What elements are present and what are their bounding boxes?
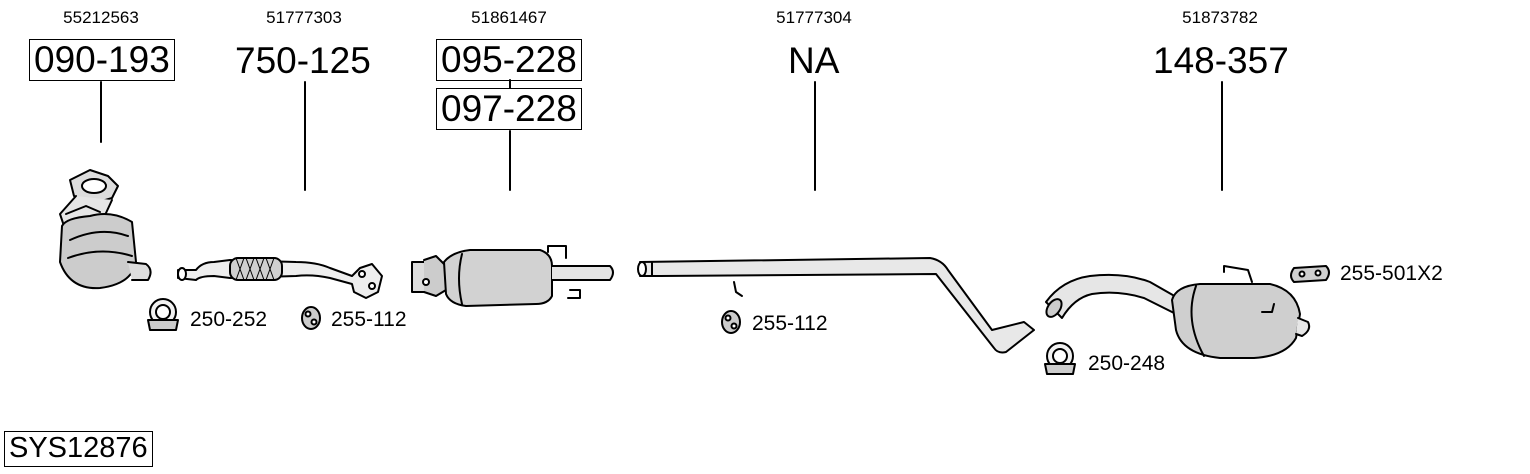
accessory-label-clamp-front[interactable]: 250-252 xyxy=(190,308,268,331)
oem-number-catalyst: 55212563 xyxy=(63,8,139,27)
part-number-centre-silencer[interactable]: 095-228 xyxy=(436,39,582,81)
front-pipe-drawing[interactable] xyxy=(177,257,383,299)
middle-pipe-drawing[interactable] xyxy=(637,257,1035,354)
part-number-rear-silencer[interactable]: 148-357 xyxy=(1153,40,1289,81)
clamp-icon[interactable] xyxy=(1044,342,1076,375)
oem-number-rear-silencer: 51873782 xyxy=(1182,8,1258,27)
accessory-label-mount-middle[interactable]: 255-112 xyxy=(752,312,828,335)
part-number-front-pipe[interactable]: 750-125 xyxy=(235,40,371,81)
oem-number-front-pipe: 51777303 xyxy=(266,8,342,27)
rubber-mount-icon[interactable] xyxy=(721,310,741,334)
accessory-label-clamp-rear[interactable]: 250-248 xyxy=(1088,352,1166,375)
rear-silencer-drawing[interactable] xyxy=(1043,265,1311,359)
oem-number-middle-pipe: 51777304 xyxy=(776,8,852,27)
part-number-catalyst[interactable]: 090-193 xyxy=(29,39,175,81)
rubber-mount-icon[interactable] xyxy=(301,306,321,330)
part-number-centre-silencer-alt[interactable]: 097-228 xyxy=(436,88,582,130)
clamp-icon[interactable] xyxy=(147,298,179,331)
accessory-label-hanger-rear[interactable]: 255-501X2 xyxy=(1340,262,1443,285)
accessory-label-mount-front[interactable]: 255-112 xyxy=(331,308,407,331)
hanger-bracket-icon[interactable] xyxy=(1290,265,1330,283)
centre-silencer-drawing[interactable] xyxy=(411,245,614,307)
part-number-middle-pipe[interactable]: NA xyxy=(788,40,840,81)
catalytic-converter-drawing[interactable] xyxy=(59,169,152,290)
system-code: SYS12876 xyxy=(4,431,153,467)
oem-number-centre-silencer: 51861467 xyxy=(471,8,547,27)
